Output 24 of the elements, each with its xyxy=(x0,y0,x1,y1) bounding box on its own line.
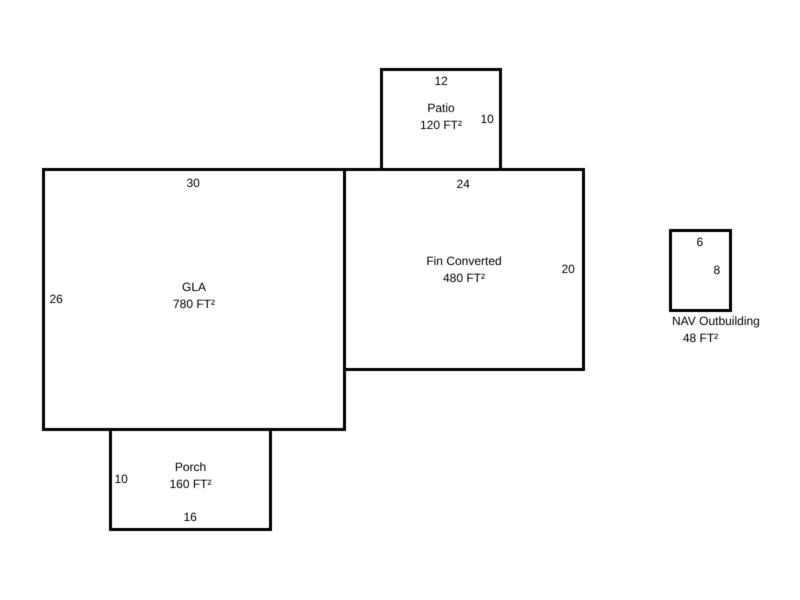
room-area: 48 FT² xyxy=(682,330,718,347)
dimension-label: 24 xyxy=(456,177,470,191)
dimension-label: 8 xyxy=(714,263,720,277)
room-name: Fin Converted xyxy=(426,253,502,270)
room-outline xyxy=(380,68,502,171)
room-name: GLA xyxy=(182,279,206,296)
room-name: Porch xyxy=(174,459,206,476)
room-outline xyxy=(109,428,272,531)
dimension-label: 6 xyxy=(696,235,704,249)
room-name: Patio xyxy=(427,100,455,117)
room-outline xyxy=(343,168,585,371)
dimension-label: 12 xyxy=(434,74,448,88)
room-area: 160 FT² xyxy=(169,476,212,493)
room-area: 120 FT² xyxy=(420,117,462,134)
room-name: NAV Outbuilding xyxy=(672,313,760,330)
dimension-label: 10 xyxy=(114,472,128,486)
dimension-label: 20 xyxy=(562,262,575,276)
dimension-label: 16 xyxy=(184,510,197,524)
room-area: 480 FT² xyxy=(442,270,485,287)
dimension-label: 30 xyxy=(186,176,200,190)
dimension-label: 26 xyxy=(50,292,63,306)
dimension-label: 10 xyxy=(480,112,494,126)
room-outline xyxy=(42,168,346,431)
room-area: 780 FT² xyxy=(172,296,215,313)
